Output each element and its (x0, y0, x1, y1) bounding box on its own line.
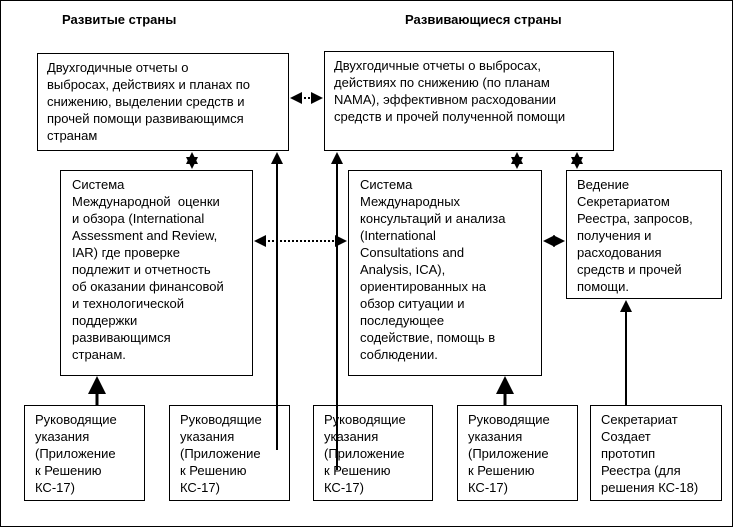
box-guidance-4: Руководящие указания (Приложение к Решен… (457, 405, 578, 501)
box-iar: Система Международной оценки и обзора (I… (60, 170, 253, 376)
box-registry: Ведение Секретариатом Реестра, запросов,… (566, 170, 722, 299)
box-ica: Система Международных консультаций и ана… (348, 170, 542, 376)
header-developing-countries: Развивающиеся страны (405, 12, 562, 27)
box-guidance-2: Руководящие указания (Приложение к Решен… (169, 405, 290, 501)
box-secretariat: Секретариат Создает прототип Реестра (дл… (590, 405, 722, 501)
box-guidance-1: Руководящие указания (Приложение к Решен… (24, 405, 145, 501)
box-developing-reports: Двухгодичные отчеты о выбросах, действия… (324, 51, 614, 151)
header-developed-countries: Развитые страны (62, 12, 177, 27)
box-developed-reports: Двухгодичные отчеты о выбросах, действия… (37, 53, 289, 151)
box-registry-text: Ведение Секретариатом Реестра, запросов,… (577, 177, 693, 294)
